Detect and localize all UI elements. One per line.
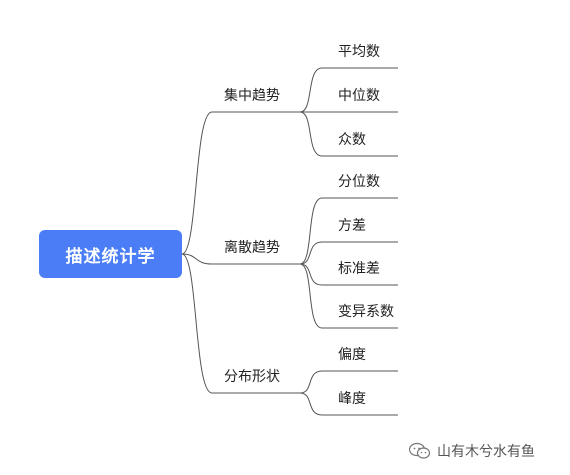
leaf-node-kurtosis[interactable]: 峰度 [338, 391, 366, 407]
leaf-node-skewness[interactable]: 偏度 [338, 347, 366, 363]
connector-b2-leaf-4 [299, 263, 398, 329]
branch-node-dispersion[interactable]: 离散趋势 [224, 240, 280, 256]
leaf-node-median[interactable]: 中位数 [338, 88, 380, 104]
leaf-node-mean[interactable]: 平均数 [338, 44, 380, 60]
leaf-node-quantile[interactable]: 分位数 [338, 174, 380, 190]
branch-node-distribution-shape[interactable]: 分布形状 [224, 369, 280, 385]
connector-root-branch-3 [181, 253, 300, 394]
root-node[interactable]: 描述统计学 [39, 230, 182, 278]
connector-b2-leaf-1 [299, 197, 398, 265]
root-node-label: 描述统计学 [65, 246, 156, 267]
wechat-icon [409, 442, 431, 459]
branch-node-central-tendency[interactable]: 集中趋势 [224, 88, 280, 104]
connector-root-branch-1 [181, 111, 300, 255]
watermark-text: 山有木兮水有鱼 [437, 444, 535, 460]
connector-b1-leaf-1 [299, 67, 398, 113]
leaf-node-coef-variation[interactable]: 变异系数 [338, 304, 394, 320]
leaf-node-variance[interactable]: 方差 [338, 218, 366, 234]
leaf-node-std-dev[interactable]: 标准差 [338, 261, 380, 277]
connector-b3-leaf-1 [299, 370, 398, 394]
connector-b2-leaf-3 [299, 263, 398, 286]
connector-root-branch-2 [181, 253, 300, 265]
leaf-node-mode[interactable]: 众数 [338, 132, 366, 148]
connector-b1-leaf-3 [299, 111, 398, 157]
watermark: 山有木兮水有鱼 [409, 441, 535, 461]
connector-b2-leaf-2 [299, 241, 398, 265]
connector-b3-leaf-2 [299, 392, 398, 416]
